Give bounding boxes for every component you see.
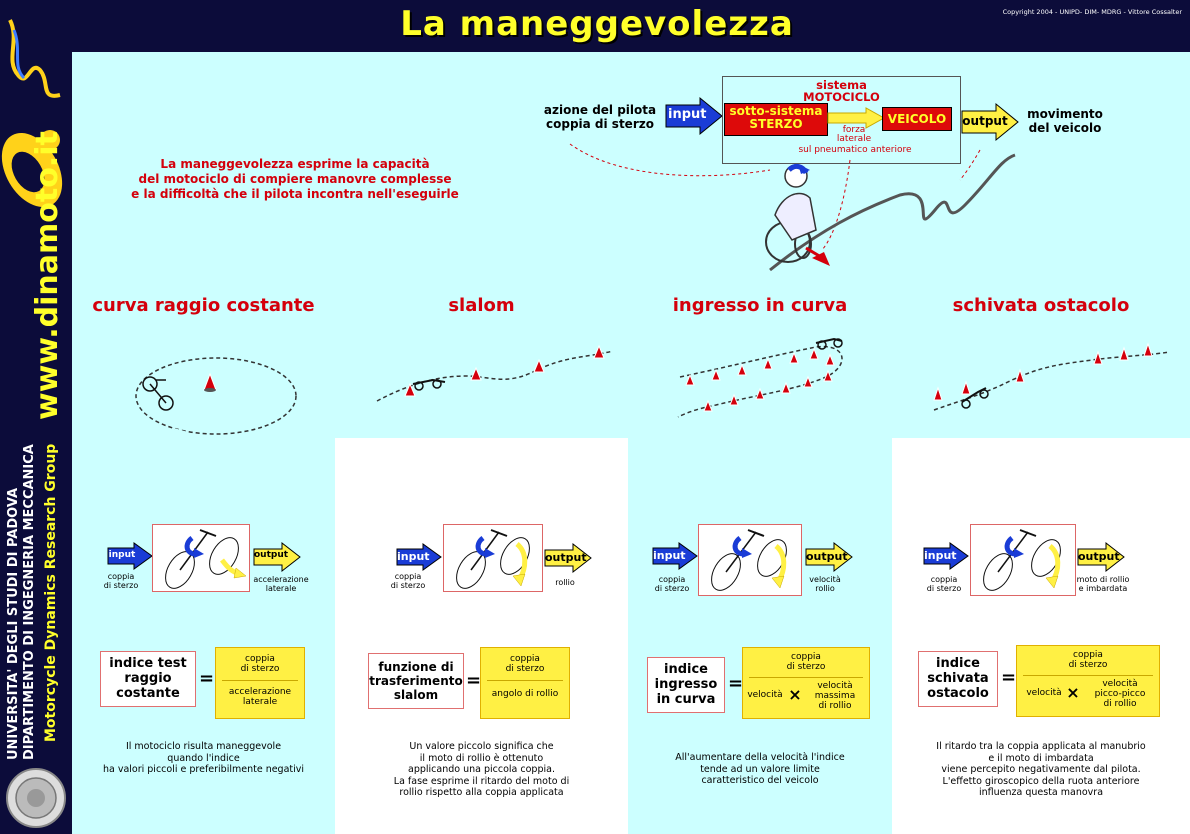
steering-diagram-frame <box>152 524 250 592</box>
constant-radius-sketch <box>135 357 297 442</box>
steering-diagram <box>983 529 1061 591</box>
website-url[interactable]: www.dinamoto.it <box>30 131 65 420</box>
maneuver-title-slalom: slalom <box>448 295 515 316</box>
front-tyre-label: sul pneumatico anteriore <box>798 145 912 155</box>
dinamoto-logo <box>1 19 63 207</box>
maneuver-title-constant-radius: curva raggio costante <box>92 295 315 316</box>
lateral-force-label: forza laterale <box>836 125 872 144</box>
output-label: output <box>1078 550 1120 563</box>
curve-entry-sketch <box>677 337 843 418</box>
fraction-line <box>749 677 863 678</box>
output-arrow-icon <box>805 541 853 573</box>
intro-line: La maneggevolezza esprime la capacità <box>160 157 430 171</box>
equals-sign: = <box>466 670 482 691</box>
output-arrow-icon <box>1077 541 1125 573</box>
maneuver-column-curve-entry <box>628 438 892 834</box>
vehicle-movement-label: movimento del veicolo <box>1027 107 1103 135</box>
steering-diagram-frame <box>970 524 1076 596</box>
sidebar: www.dinamoto.it UNIVERSITA' DEGLI STUDI … <box>0 0 72 834</box>
maneuver-title-obstacle-avoidance: schivata ostacolo <box>952 295 1130 316</box>
input-label: input <box>668 107 707 122</box>
pilot-action-label: azione del pilota coppia di sterzo <box>543 103 657 131</box>
lateral-force-arrow-icon <box>827 107 886 129</box>
equals-sign: = <box>1001 667 1017 688</box>
output-label: output <box>962 114 1008 128</box>
department-name: DIPARTIMENTO DI INGEGNERIA MECCANICA <box>22 444 37 760</box>
input-label: input <box>108 550 136 560</box>
output-label: output <box>806 550 848 563</box>
system-title: sistema <box>816 78 867 92</box>
input-arrow-icon <box>107 542 153 570</box>
fraction-line <box>222 680 298 681</box>
output-arrow-icon <box>544 542 592 574</box>
rider-trajectory-illustration <box>569 143 1016 272</box>
input-arrow-icon <box>923 542 969 570</box>
obstacle-avoidance-sketch <box>933 342 1171 411</box>
maneuver-description: Il ritardo tra la coppia applicata al ma… <box>936 741 1146 798</box>
page-title: La maneggevolezza <box>400 4 794 44</box>
fraction-line <box>487 680 563 681</box>
copyright-notice: Copyright 2004 - UNIPD- DIM- MDRG - Vitt… <box>1002 8 1182 16</box>
input-arrow-icon <box>665 96 723 136</box>
university-seal <box>6 768 66 828</box>
maneuver-column-constant-radius <box>72 438 335 834</box>
steering-diagram <box>165 529 247 589</box>
input-label: input <box>653 549 686 562</box>
output-label: output <box>254 550 289 560</box>
input-arrow-icon <box>396 543 442 571</box>
equals-sign: = <box>199 668 215 689</box>
vehicle-box: VEICOLO <box>882 107 952 131</box>
output-label: output <box>545 551 587 564</box>
maneuver-column-slalom <box>335 438 628 834</box>
intro-line: e la difficoltà che il pilota incontra n… <box>131 187 459 201</box>
fraction-line <box>1023 675 1153 676</box>
output-description: rollio <box>555 578 575 587</box>
multiply-sign: × <box>788 685 802 704</box>
intro-text: La maneggevolezza esprime la capacità de… <box>100 157 490 202</box>
steering-subsystem-box: sotto-sistema STERZO <box>724 103 828 136</box>
input-arrow-icon <box>652 542 698 570</box>
system-title-2: MOTOCICLO <box>803 90 880 104</box>
maneuver-column-obstacle-avoidance <box>892 438 1190 834</box>
steering-diagram <box>456 529 530 589</box>
multiply-sign: × <box>1066 683 1080 702</box>
input-label: input <box>397 550 430 563</box>
output-arrow-icon <box>961 102 1019 142</box>
equals-sign: = <box>728 673 744 694</box>
university-name: UNIVERSITA' DEGLI STUDI DI PADOVA <box>6 487 21 760</box>
research-group: Motorcycle Dynamics Research Group <box>43 443 59 742</box>
header <box>72 0 1190 52</box>
maneuver-title-curve-entry: ingresso in curva <box>672 295 848 316</box>
slalom-sketch <box>376 344 614 402</box>
input-label: input <box>924 549 957 562</box>
intro-line: del motociclo di compiere manovre comple… <box>138 172 452 186</box>
steering-diagram <box>711 529 787 591</box>
output-arrow-icon <box>253 541 301 573</box>
